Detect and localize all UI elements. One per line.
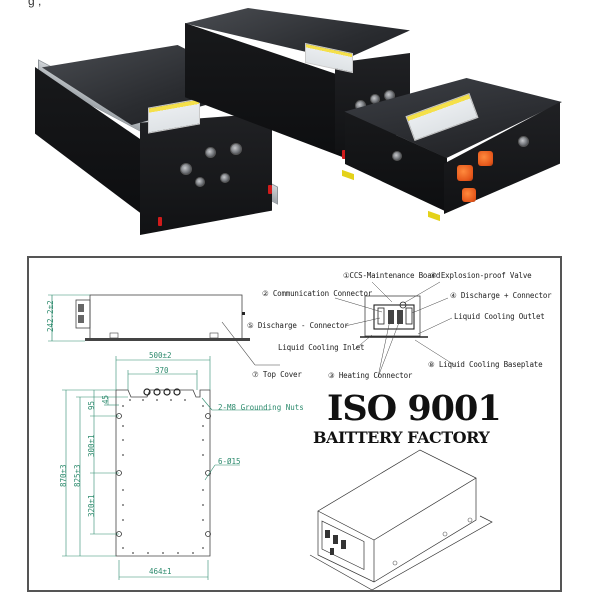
width-outer-dimension: 500±2: [149, 351, 172, 360]
product-photo: g ,: [0, 0, 600, 250]
callout-top-cover: ⑦ Top Cover: [252, 370, 302, 379]
callout-explosion-proof-valve: ⑥ Explosion-proof Valve: [430, 271, 532, 280]
caption-fragment: g ,: [28, 0, 42, 8]
iso-certification-title: ISO 9001: [327, 388, 502, 429]
compact-battery-pack: [340, 78, 565, 228]
connector: [392, 151, 402, 161]
callout-grounding-nuts: 2-M8 Grounding Nuts: [218, 403, 304, 412]
connector: [518, 136, 529, 147]
callout-discharge-positive: ④ Discharge + Connector: [450, 291, 552, 300]
callout-heating-connector: ③ Heating Connector: [328, 371, 413, 380]
callout-communication-connector: ② Communication Connector: [262, 289, 373, 298]
connector: [220, 173, 230, 183]
callout-discharge-negative: ⑤ Discharge - Connector: [247, 321, 349, 330]
discharge-connector: [457, 165, 473, 181]
heating-connector: [462, 188, 476, 202]
red-bolt: [158, 217, 162, 226]
width-inner-dimension: 370: [155, 366, 169, 375]
connector: [180, 163, 192, 175]
red-bolt: [342, 150, 346, 159]
factory-subtitle: BAITTERY FACTORY: [313, 428, 490, 447]
callout-cooling-outlet: Liquid Cooling Outlet: [454, 312, 545, 321]
discharge-connector: [478, 151, 493, 166]
connector: [205, 147, 216, 158]
callout-ccs-maintenance-board: ①CCS-Maintenance Board: [343, 271, 441, 280]
red-bolt: [268, 185, 272, 194]
width-bottom-dimension: 464±1: [149, 567, 172, 576]
callout-mounting-holes: 6-Ø15: [218, 457, 241, 466]
callout-cooling-baseplate: ⑧ Liquid Cooling Baseplate: [428, 360, 543, 369]
connector: [195, 177, 205, 187]
callout-cooling-inlet: Liquid Cooling Inlet: [278, 343, 365, 352]
medium-battery-pack: [185, 8, 415, 168]
connector: [230, 143, 242, 155]
